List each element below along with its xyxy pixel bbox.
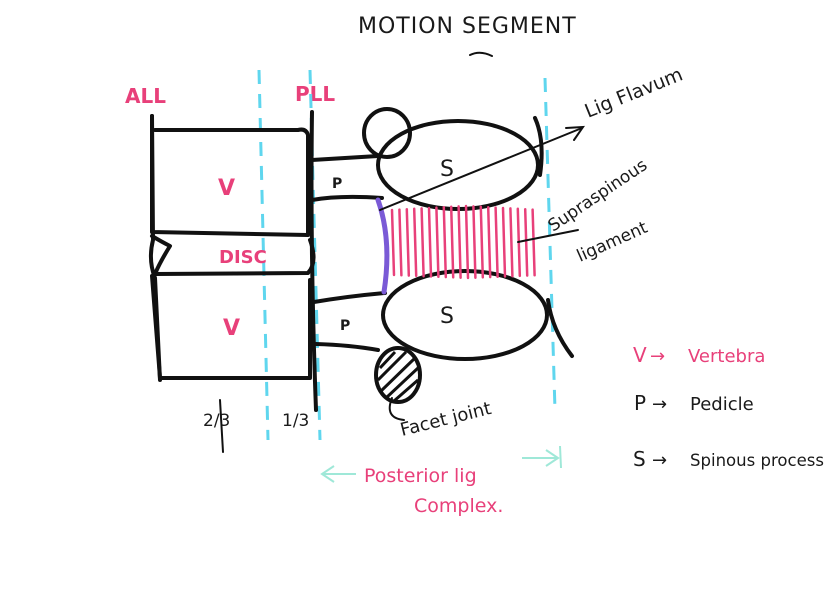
legend-text-s: Spinous process bbox=[690, 451, 824, 471]
lig-flavum-arrowhead bbox=[565, 125, 585, 141]
upper-pedicle-mark: P bbox=[332, 176, 342, 192]
posterior-complex-tick-right bbox=[559, 445, 562, 469]
legend-text-p: Pedicle bbox=[690, 394, 754, 415]
legend-key-v: V bbox=[633, 343, 647, 367]
hatch-line bbox=[464, 204, 470, 280]
disc-label: DISC bbox=[219, 247, 267, 268]
legend-key-p: P bbox=[634, 391, 646, 415]
legend-arrow-s: → bbox=[652, 450, 667, 471]
ligamentum-flavum-band bbox=[375, 197, 390, 295]
hatch-line bbox=[427, 206, 433, 278]
hatch-line bbox=[501, 206, 507, 278]
legend-item-pedicle: P → Pedicle bbox=[634, 391, 754, 415]
all-label: ALL bbox=[125, 84, 166, 108]
lower-pedicle-mark: P bbox=[340, 318, 350, 334]
legend: V → Vertebra P → Pedicle S → Spinous pro… bbox=[633, 343, 824, 471]
two-thirds-slash bbox=[219, 399, 224, 453]
hatch-line bbox=[435, 206, 440, 279]
posterior-complex-label-line2: Complex. bbox=[414, 495, 503, 517]
upper-vertebral-body bbox=[150, 114, 310, 237]
posterior-complex-arrowhead-left bbox=[320, 465, 335, 483]
lower-pedicle-arch bbox=[312, 291, 387, 352]
legend-item-vertebra: V → Vertebra bbox=[633, 343, 765, 367]
hatch-line bbox=[457, 205, 462, 279]
page-title: MOTION SEGMENT bbox=[358, 14, 577, 39]
upper-pedicle-arch bbox=[310, 154, 384, 202]
hatch-line bbox=[472, 205, 477, 279]
pll-label: PLL bbox=[295, 82, 335, 106]
posterior-outer-curve-upper bbox=[533, 116, 544, 177]
hatch-line bbox=[531, 208, 536, 277]
legend-arrow-p: → bbox=[652, 394, 667, 415]
hatch-line bbox=[398, 208, 403, 277]
supraspinous-pointer bbox=[517, 229, 579, 243]
hatch-line bbox=[390, 208, 396, 277]
supraspinous-label-line2: ligament bbox=[574, 218, 651, 267]
lower-spinous-label: S bbox=[440, 304, 454, 329]
hatch-line bbox=[494, 206, 499, 279]
lig-flavum-pointer bbox=[379, 127, 583, 211]
hatch-line bbox=[486, 205, 492, 279]
lig-flavum-label: Lig Flavum bbox=[582, 63, 686, 122]
legend-text-v: Vertebra bbox=[688, 346, 765, 367]
posterior-body-line bbox=[309, 110, 318, 412]
upper-vertebra-label: V bbox=[218, 176, 235, 201]
hatch-line bbox=[405, 207, 411, 277]
anterior-column-edge bbox=[148, 114, 162, 382]
legend-item-spinous: S → Spinous process bbox=[633, 447, 824, 471]
posterior-complex-label-line1: Posterior lig bbox=[364, 465, 477, 487]
hatch-line bbox=[442, 205, 448, 279]
hatch-line bbox=[412, 207, 418, 278]
posterior-complex-arrowhead-right bbox=[545, 449, 560, 467]
title-underline bbox=[469, 51, 493, 57]
facet-joint-pointer bbox=[388, 397, 405, 421]
lower-vertebra-label: V bbox=[223, 316, 240, 341]
posterior-outer-curve-lower bbox=[546, 298, 574, 358]
column-divider-posterior bbox=[543, 77, 557, 411]
superior-facet-circle bbox=[362, 107, 412, 159]
facet-joint-circle bbox=[374, 346, 422, 404]
hatch-line bbox=[523, 207, 529, 277]
facet-joint-label: Facet joint bbox=[398, 398, 493, 441]
legend-key-s: S bbox=[633, 447, 646, 471]
upper-spinous-label: S bbox=[440, 157, 454, 182]
interspinous-ligament-hatching bbox=[390, 204, 536, 280]
facet-joint-hatching bbox=[376, 350, 420, 403]
hatch-line bbox=[509, 207, 514, 278]
legend-arrow-v: → bbox=[650, 346, 665, 367]
hatch-line bbox=[449, 205, 455, 279]
hatch-line bbox=[420, 207, 425, 278]
one-third-label: 1/3 bbox=[282, 411, 309, 431]
lower-spinous-process bbox=[381, 269, 549, 361]
hatch-line bbox=[479, 205, 485, 279]
two-thirds-label: 2/3 bbox=[203, 411, 230, 431]
upper-spinous-process bbox=[376, 119, 540, 211]
